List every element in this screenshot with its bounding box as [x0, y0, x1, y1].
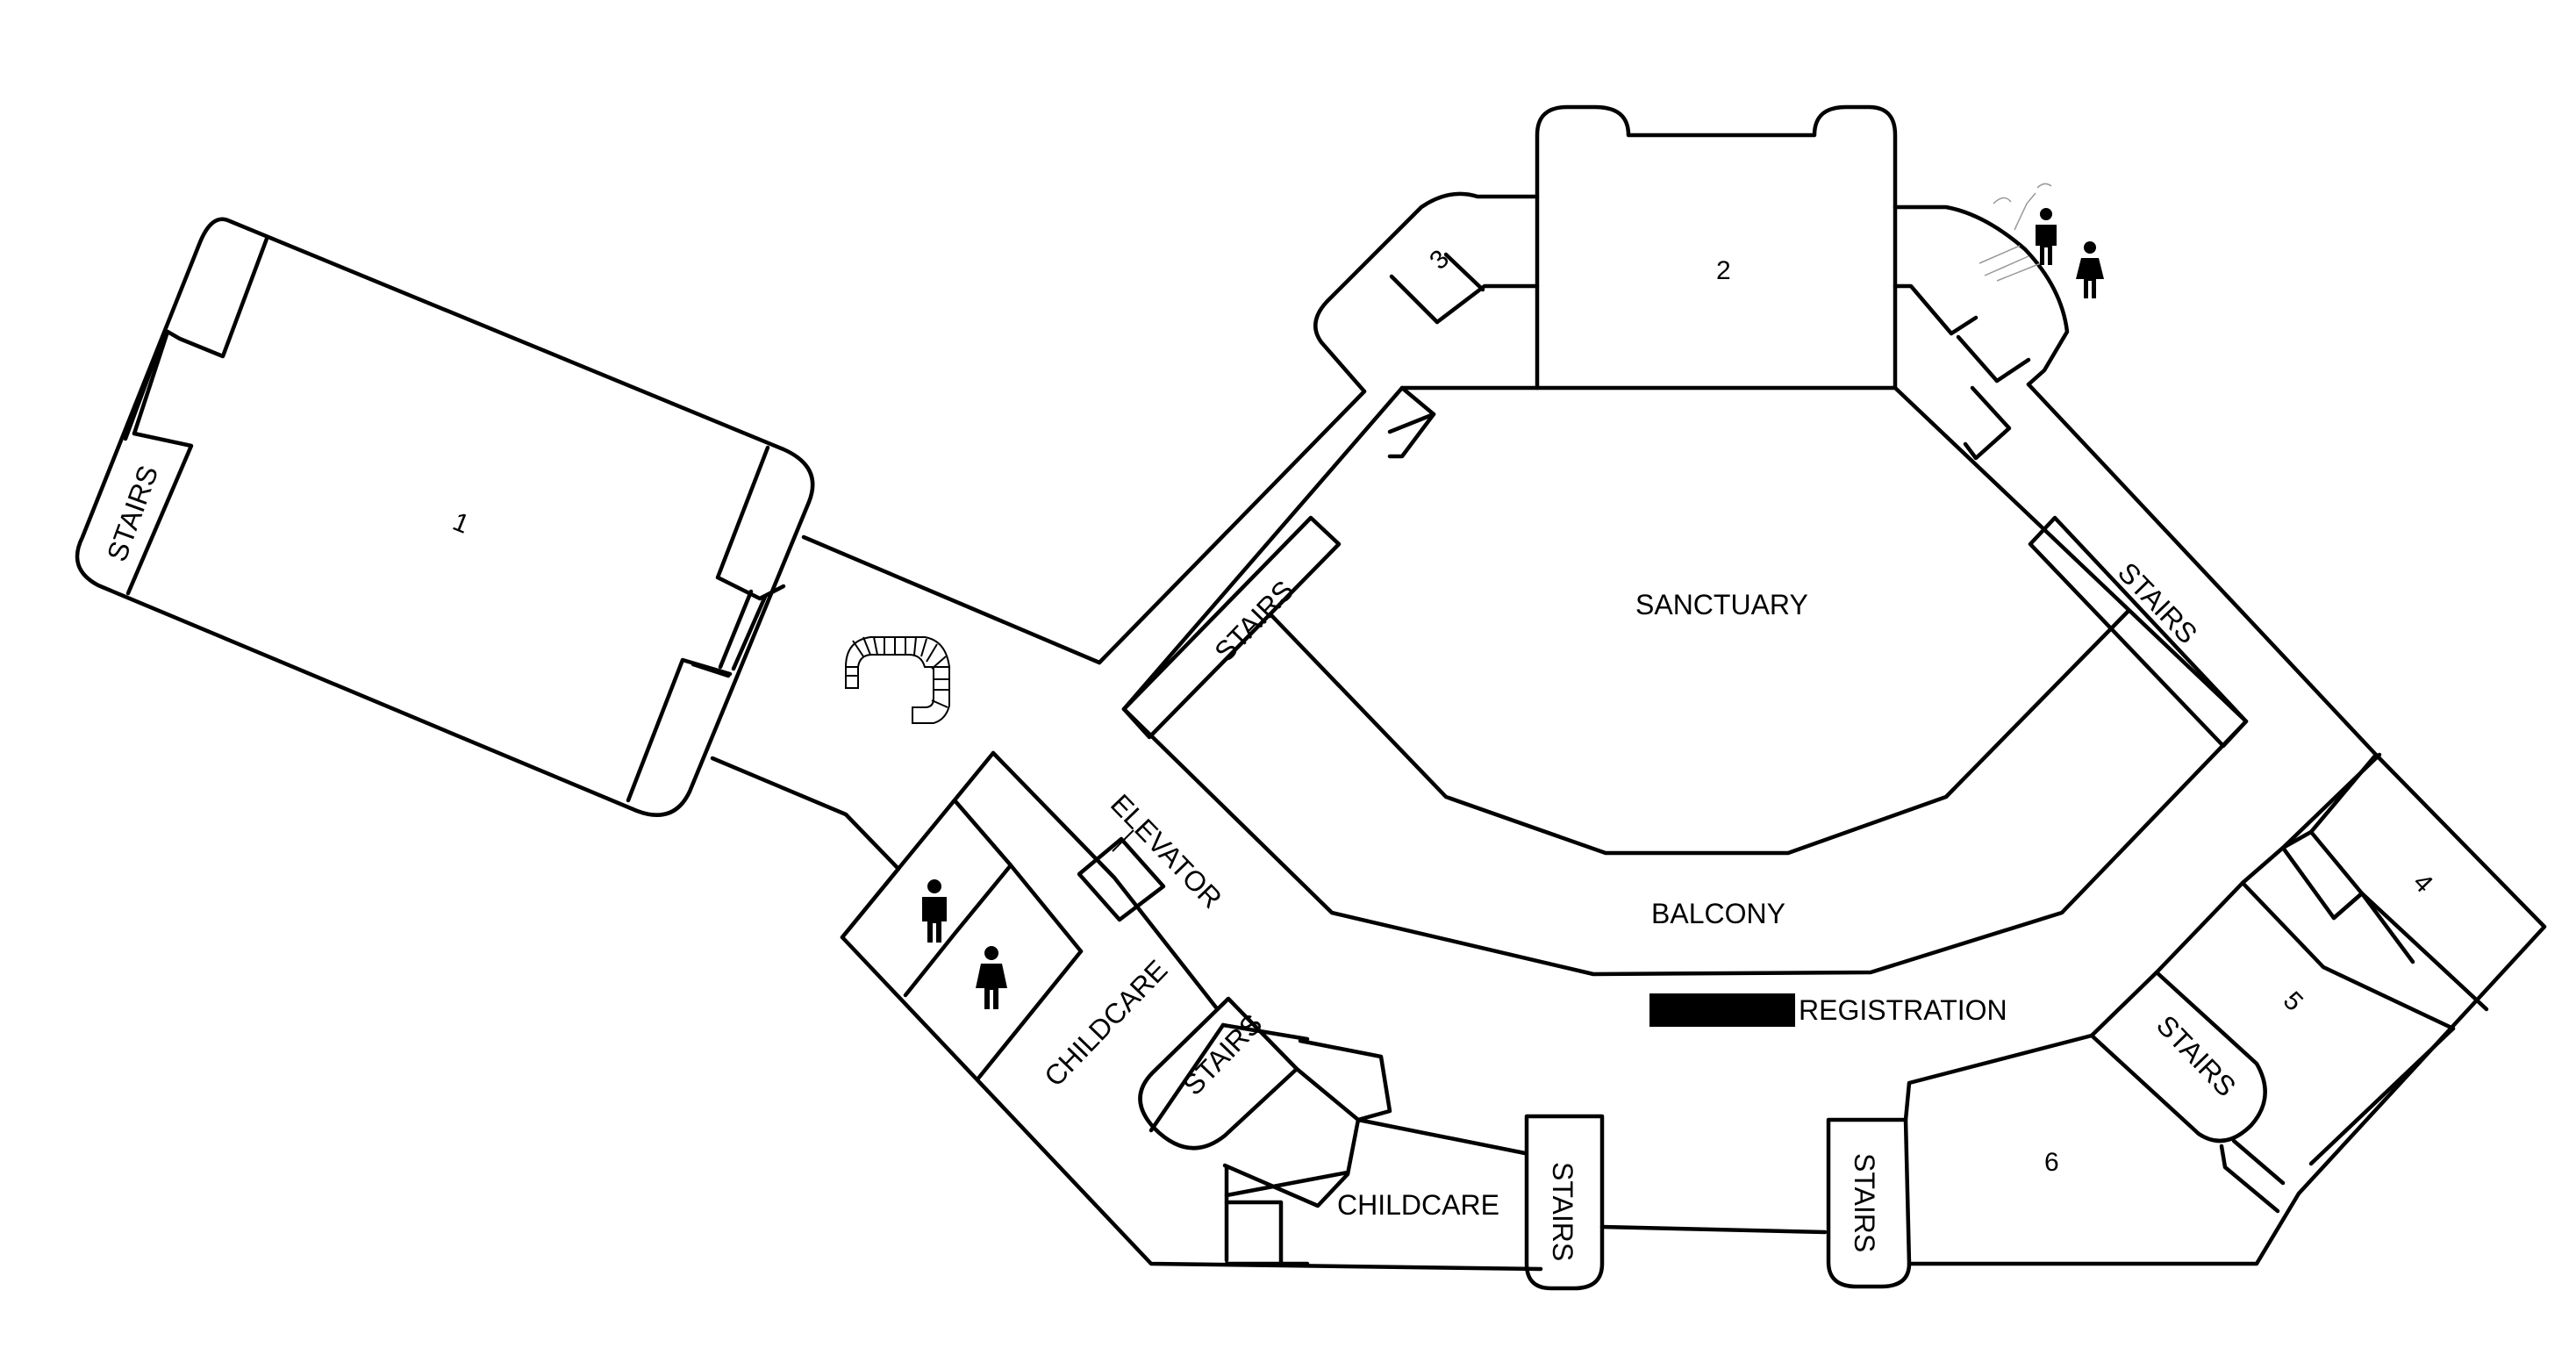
room-2-label: 2	[1716, 256, 1731, 285]
stairs-bottom-left-label: STAIRS	[1547, 1162, 1578, 1261]
restroom-person-icon	[976, 946, 1007, 1009]
stairs-bottom-right-label: STAIRS	[1849, 1153, 1880, 1252]
elevator-label: ELEVATOR	[1105, 788, 1228, 914]
room-1-outline	[75, 217, 815, 817]
sanctuary-balcony-outline	[1121, 385, 2249, 977]
room-4-label: 4	[2408, 868, 2438, 899]
stairs-room-5-label: STAIRS	[2150, 1009, 2243, 1102]
stairs-capsule-left	[1138, 996, 1299, 1151]
room-1-label: 1	[448, 507, 473, 540]
sanctuary-floor-outline	[1268, 608, 2131, 856]
balcony-label: BALCONY	[1651, 898, 1785, 929]
sanctuary-label: SANCTUARY	[1635, 589, 1808, 620]
elevator-shaft	[1077, 836, 1166, 922]
stairs-room-1-label: STAIRS	[101, 462, 165, 566]
restroom-person-icon	[2076, 241, 2104, 298]
stairs-sanctuary-left	[1121, 515, 1342, 740]
stairs-bottom-left	[1524, 1114, 1605, 1291]
restroom-person-icon	[922, 879, 947, 943]
lower-right-block	[1524, 752, 2489, 1291]
lower-left-block	[840, 750, 1543, 1272]
room-6-label: 6	[2044, 1148, 2059, 1177]
connector-corridor	[710, 534, 1102, 871]
sanctuary-wing-outline	[1097, 104, 2547, 1196]
stairs-room-5	[2089, 970, 2267, 1144]
room-5-label: 5	[2278, 986, 2308, 1017]
room-1-hall[interactable]	[75, 217, 815, 817]
childcare-lower-label: CHILDCARE	[1337, 1189, 1499, 1221]
stairs-sanctuary-right	[2028, 515, 2249, 749]
stairs-sanctuary-left-label: STAIRS	[1208, 574, 1300, 667]
registration-label: REGISTRATION	[1799, 994, 2007, 1026]
childcare-closet	[1224, 1200, 1284, 1266]
restroom-person-icon	[2036, 208, 2057, 265]
stairs-capsule-left-label: STAIRS	[1177, 1007, 1269, 1100]
stairs-bottom-right	[1826, 1117, 1912, 1289]
sanctuary-seating[interactable]	[1121, 385, 2249, 977]
registration-desk-marker	[1649, 993, 1795, 1027]
spiral-staircase-icon	[844, 636, 951, 724]
